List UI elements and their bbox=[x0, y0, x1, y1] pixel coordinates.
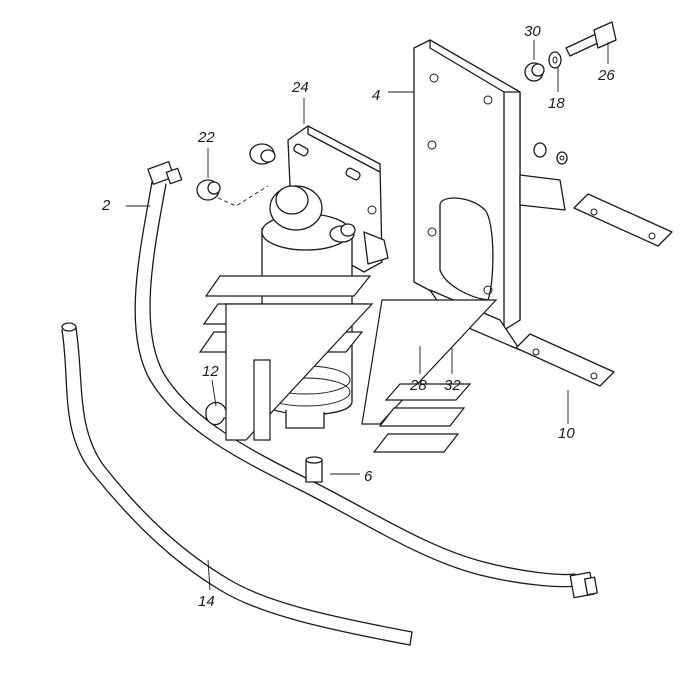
callout-2: 2 bbox=[101, 197, 111, 214]
hose-14 bbox=[61, 322, 413, 646]
callout-24: 24 bbox=[291, 79, 309, 96]
callout-4: 4 bbox=[372, 87, 380, 104]
fitting-22 bbox=[196, 179, 269, 207]
callout-26: 26 bbox=[597, 67, 615, 84]
callout-32: 32 bbox=[444, 377, 461, 394]
strip-plate-10 bbox=[515, 333, 615, 387]
callout-18: 18 bbox=[548, 95, 565, 112]
callout-12: 12 bbox=[202, 363, 219, 380]
nut-30 bbox=[524, 62, 545, 82]
callout-22: 22 bbox=[197, 129, 215, 146]
nut-bracket bbox=[533, 142, 568, 165]
callout-28: 28 bbox=[409, 377, 427, 394]
callout-14: 14 bbox=[198, 593, 215, 610]
hose-2 bbox=[134, 161, 598, 599]
leader-lines bbox=[126, 40, 609, 591]
fitting-nut-upper bbox=[249, 143, 276, 165]
sleeve-6 bbox=[305, 456, 323, 483]
callout-30: 30 bbox=[524, 23, 541, 40]
callout-10: 10 bbox=[558, 425, 575, 442]
watermark-logo bbox=[198, 275, 498, 453]
callout-6: 6 bbox=[364, 468, 373, 485]
bolt-26 bbox=[565, 21, 617, 57]
washer-18 bbox=[548, 51, 562, 69]
strip-plate-upper bbox=[573, 193, 673, 247]
